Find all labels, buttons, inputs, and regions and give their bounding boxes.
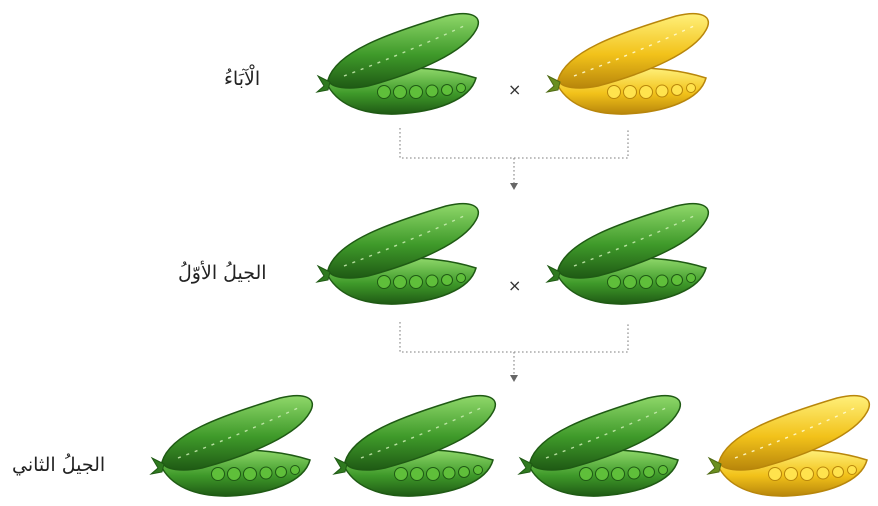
parents-label: الْآبَاءُ (224, 68, 261, 90)
pea-pod-green (316, 202, 480, 305)
cross-symbol: × (508, 80, 522, 99)
pea-pod-green (518, 394, 682, 497)
pea-pod-yellow (707, 394, 871, 497)
pea-pod-green (333, 394, 497, 497)
first-generation-label: الجيلُ الأوّلُ (178, 262, 267, 284)
pea-pod-yellow (546, 12, 710, 115)
cross-symbol: × (508, 276, 522, 295)
pea-pod-green (150, 394, 314, 497)
pea-pod-green (546, 202, 710, 305)
pea-pod-green (316, 12, 480, 115)
arrow-down-icon (510, 375, 518, 382)
arrow-down-icon (510, 183, 518, 190)
cross-connector (399, 128, 629, 186)
second-generation-label: الجيلُ الثاني (12, 454, 106, 476)
cross-connector (399, 322, 629, 378)
